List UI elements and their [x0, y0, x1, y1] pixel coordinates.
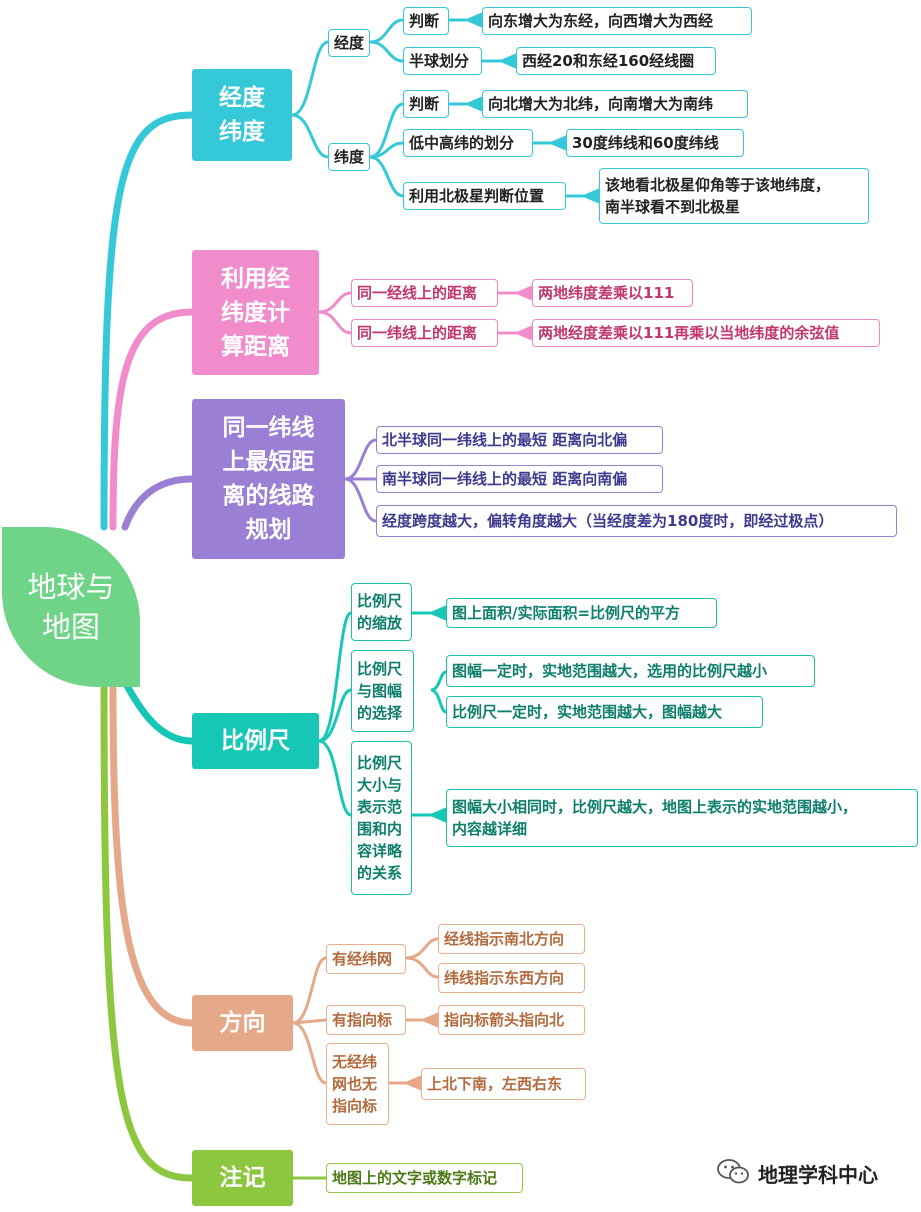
node-longitude-half: 半球划分 — [403, 47, 482, 75]
branch-notes: 注记 — [192, 1150, 293, 1206]
branch-jingwei: 经度 纬度 — [192, 69, 292, 161]
node-scale-choice-text2: 比例尺一定时，实地范围越大，图幅越大 — [446, 696, 763, 728]
node-longitude-judge: 判断 — [403, 7, 449, 35]
branch-distance: 利用经 纬度计 算距离 — [192, 250, 319, 375]
node-distance-parallel: 同一纬线上的距离 — [351, 319, 498, 347]
node-longitude: 经度 — [328, 29, 370, 57]
wechat-icon — [716, 1158, 750, 1189]
node-direction-grid-text1: 经线指示南北方向 — [438, 924, 585, 954]
connector-distance — [109, 308, 196, 531]
node-direction-none-text: 上北下南，左西右东 — [421, 1068, 586, 1100]
node-scale-relation-text: 图幅大小相同时，比例尺越大，地图上表示的实地范围越小， 内容越详细 — [446, 789, 918, 847]
node-route-south: 南半球同一纬线上的最短 距离向南偏 — [376, 465, 663, 493]
branch-route: 同一纬线 上最短距 离的线路 规划 — [192, 399, 345, 559]
node-route-angle: 经度跨度越大，偏转角度越大（当经度差为180度时，即经过极点） — [376, 505, 897, 537]
node-scale-choice-text1: 图幅一定时，实地范围越大，选用的比例尺越小 — [446, 655, 815, 687]
node-latitude-polaris-text: 该地看北极星仰角等于该地纬度， 南半球看不到北极星 — [599, 168, 869, 224]
node-latitude-level: 低中高纬的划分 — [403, 129, 533, 157]
node-longitude-half-text: 西经20和东经160经线圈 — [516, 47, 716, 75]
node-direction-none: 无经纬 网也无 指向标 — [326, 1043, 389, 1125]
node-scale-zoom-text: 图上面积/实际面积=比例尺的平方 — [446, 598, 717, 628]
branch-scale: 比例尺 — [192, 713, 319, 769]
node-route-north: 北半球同一纬线上的最短 距离向北偏 — [376, 426, 663, 454]
connector-jingwei — [100, 111, 196, 531]
node-direction-arrow: 有指向标 — [326, 1005, 406, 1035]
node-latitude: 纬度 — [328, 143, 370, 171]
node-distance-parallel-text: 两地经度差乘以111再乘以当地纬度的余弦值 — [532, 319, 880, 347]
connector-notes — [100, 683, 196, 1182]
connector-direction — [109, 683, 196, 1027]
node-direction-arrow-text: 指向标箭头指向北 — [438, 1005, 585, 1035]
node-longitude-judge-text: 向东增大为东经，向西增大为西经 — [482, 7, 752, 35]
node-latitude-judge: 判断 — [403, 90, 449, 118]
node-scale-choice: 比例尺 与图幅 的选择 — [351, 650, 414, 732]
node-scale-relation: 比例尺 大小与 表示范 围和内 容详略 的关系 — [351, 741, 412, 895]
connector-route — [121, 475, 196, 531]
watermark: 地理学科中心 — [716, 1158, 878, 1188]
node-scale-zoom: 比例尺 的缩放 — [351, 583, 412, 641]
node-notes-text: 地图上的文字或数字标记 — [326, 1163, 523, 1193]
watermark-label: 地理学科中心 — [758, 1162, 878, 1187]
node-direction-grid: 有经纬网 — [326, 944, 406, 974]
connector-scale — [121, 678, 196, 745]
node-latitude-polaris: 利用北极星判断位置 — [403, 182, 566, 210]
node-latitude-judge-text: 向北增大为北纬，向南增大为南纬 — [482, 90, 748, 118]
node-direction-grid-text2: 纬线指示东西方向 — [438, 963, 585, 993]
branch-direction: 方向 — [192, 995, 293, 1051]
node-distance-meridian-text: 两地纬度差乘以111 — [532, 279, 693, 307]
node-latitude-level-text: 30度纬线和60度纬线 — [566, 129, 744, 157]
node-distance-meridian: 同一经线上的距离 — [351, 279, 498, 307]
